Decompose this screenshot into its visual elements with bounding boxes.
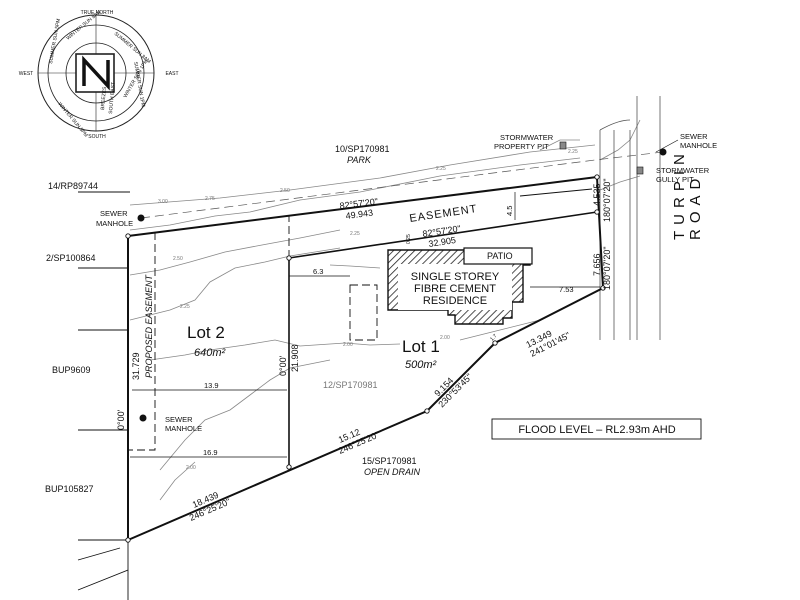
contour-lines xyxy=(129,119,641,501)
small-dim: 1.7 xyxy=(489,333,498,342)
sewer-manhole-icon xyxy=(137,148,667,422)
contour-label: 2.25 xyxy=(568,149,578,155)
lot2-width-upper: 13.9 xyxy=(204,381,219,390)
east-bearing-upper: 180°07'20" xyxy=(602,178,612,222)
compass-rose: TRUE NORTH SOUTH EAST WEST WINTER SUN 8A… xyxy=(19,9,179,140)
proposed-easement-label: PROPOSED EASEMENT xyxy=(144,273,154,378)
contour-label: 2.50 xyxy=(280,188,290,194)
dimension-lines xyxy=(130,192,600,458)
north-length: 49.943 xyxy=(345,208,374,221)
patio-label: PATIO xyxy=(487,251,513,261)
east-bearing-lower: 180°07'20" xyxy=(602,246,612,290)
stormwater-property-pit-label-2: PROPERTY PIT xyxy=(494,142,549,151)
west-length: 31.729 xyxy=(131,352,141,380)
contour-labels: 3.00 2.75 2.50 2.25 2.25 2.50 2.25 2.00 … xyxy=(158,149,578,471)
residence-label-line3: RESIDENCE xyxy=(423,295,487,307)
lot-ref-12-sp170981: 12/SP170981 xyxy=(323,380,378,390)
residence-label-line1: SINGLE STOREY xyxy=(411,271,500,283)
sewer-manhole-label-ne-1: SEWER xyxy=(680,132,708,141)
contour-label: 2.00 xyxy=(440,335,450,341)
sewer-manhole-label-sw-2: MANHOLE xyxy=(165,424,202,433)
contour-label: 2.25 xyxy=(436,166,446,172)
contour-label: 2.25 xyxy=(350,231,360,237)
sewer-manhole-label-sw-1: SEWER xyxy=(165,415,193,424)
west-bearing: 0°00' xyxy=(116,409,126,430)
park-ref: 10/SP170981 xyxy=(335,144,390,154)
mid-length: 21.908 xyxy=(290,344,300,372)
lot-ref-2-sp100864: 2/SP100864 xyxy=(46,253,96,263)
survey-points xyxy=(125,174,606,543)
sewer-manhole-label-nw-2: MANHOLE xyxy=(96,219,133,228)
drain-label: OPEN DRAIN xyxy=(364,467,421,477)
easement-label: EASEMENT xyxy=(409,203,479,225)
patio xyxy=(463,247,533,265)
sewer-manhole-label-nw-1: SEWER xyxy=(100,209,128,218)
drain-ref: 15/SP170981 xyxy=(362,456,417,466)
flood-level-box xyxy=(491,418,702,440)
compass-ring-label: SOUTH EAST xyxy=(108,82,117,114)
dashed-lines xyxy=(128,216,378,451)
sewer-manhole-label-ne-2: MANHOLE xyxy=(680,141,717,150)
residence xyxy=(387,247,533,325)
lot1-name: Lot 1 xyxy=(402,337,440,356)
house-to-east-dim: 7.53 xyxy=(559,285,574,294)
lot1-width-dim: 6.3 xyxy=(313,267,323,276)
stormwater-property-pit-label-1: STORMWATER xyxy=(500,133,554,142)
road-name-line1: TURPIN xyxy=(671,148,688,240)
gap-dim: 0.25 xyxy=(406,234,412,244)
lot2-name: Lot 2 xyxy=(187,323,225,342)
easement-width: 4.5 xyxy=(505,206,514,216)
road-name-line2: ROAD xyxy=(687,173,704,240)
flood-level-text: FLOOD LEVEL – RL2.93m AHD xyxy=(518,424,675,436)
contour-label: 2.50 xyxy=(173,256,183,262)
sewer-line xyxy=(140,151,664,219)
north-bearing: 82°57'20" xyxy=(339,196,378,211)
compass-north-label: TRUE NORTH xyxy=(81,10,114,16)
easement-boundary xyxy=(288,211,598,259)
stormwater-gully-pit-label-1: STORMWATER xyxy=(656,166,710,175)
contour-label: 2.25 xyxy=(180,304,190,310)
lot2-width-lower: 16.9 xyxy=(203,448,218,457)
lot-ref-14-rp89744: 14/RP89744 xyxy=(48,181,98,191)
lot1-area: 500m² xyxy=(405,359,437,371)
compass-west-label: WEST xyxy=(19,71,33,77)
contour-label: 2.00 xyxy=(343,342,353,348)
contour-label: 2.75 xyxy=(205,196,215,202)
easement-length: 32.905 xyxy=(428,235,457,249)
contour-label: 3.00 xyxy=(158,199,168,205)
compass-south-label: SOUTH xyxy=(88,134,106,140)
neighbour-lot-lines xyxy=(77,188,593,600)
park-label: PARK xyxy=(347,155,372,165)
east-upper-length: 4.535 xyxy=(592,183,602,206)
stormwater-gully-pit-label-2: GULLY PIT xyxy=(656,175,694,184)
lot-ref-bup105827: BUP105827 xyxy=(45,484,94,494)
stormwater-pit-icon xyxy=(559,141,644,175)
mid-bearing: 0°00' xyxy=(278,355,288,376)
lot2-area: 640m² xyxy=(194,347,226,359)
compass-ring-label: BREEZES xyxy=(100,86,108,110)
contour-label: 2.00 xyxy=(186,465,196,471)
compass-east-label: EAST xyxy=(165,71,178,77)
residence-label-line2: FIBRE CEMENT xyxy=(414,283,496,295)
east-lower-length: 7.656 xyxy=(592,253,602,276)
lot-ref-bup9609: BUP9609 xyxy=(52,365,91,375)
